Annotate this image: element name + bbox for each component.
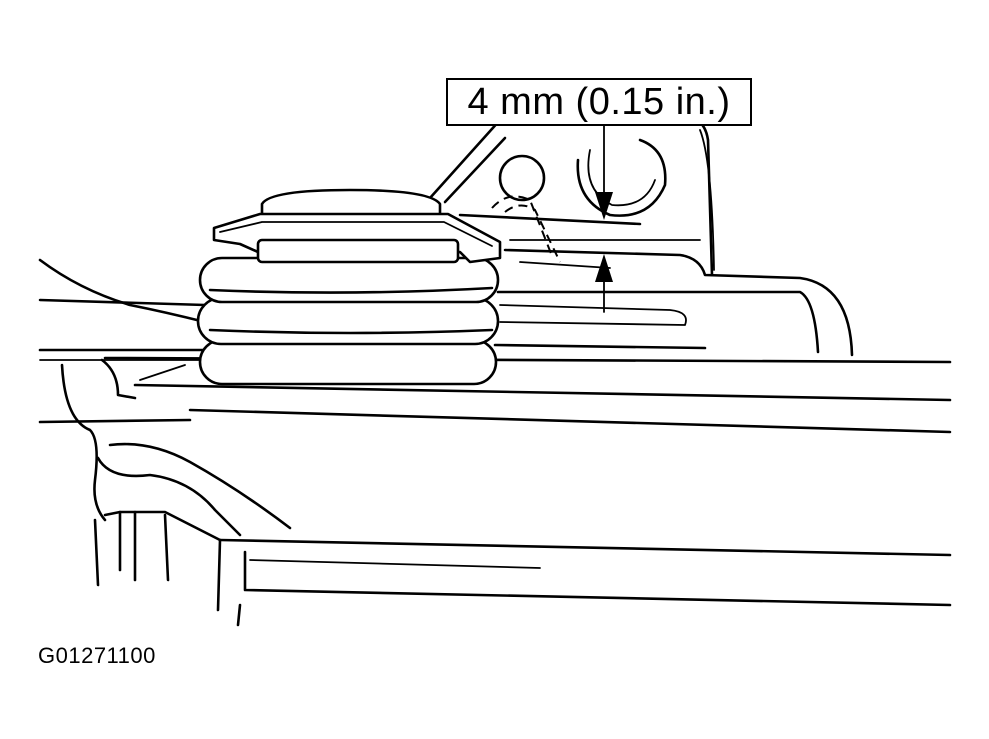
lower-bracket <box>93 442 292 612</box>
down-arrowhead <box>595 192 613 220</box>
lower-tube <box>458 213 854 357</box>
rubber-boot <box>196 256 500 386</box>
measurement-callout: 4 mm (0.15 in.) <box>446 78 752 126</box>
measurement-label: 4 mm (0.15 in.) <box>467 80 731 123</box>
background-body <box>38 258 207 361</box>
dimension-indicator <box>509 125 701 313</box>
boot-cap <box>212 188 502 264</box>
lower-plates <box>218 538 952 627</box>
figure-identifier: G01271100 <box>38 643 156 668</box>
main-rail <box>38 356 952 522</box>
